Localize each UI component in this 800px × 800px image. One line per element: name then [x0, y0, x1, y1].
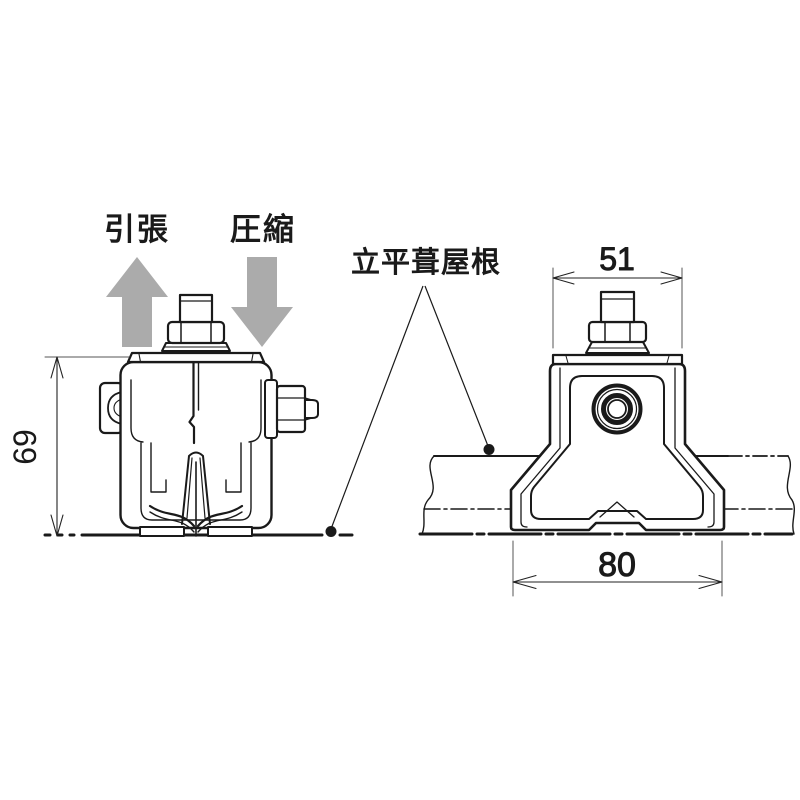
- top-plate-front: [551, 353, 684, 366]
- top-plate-side: [126, 351, 266, 364]
- clamp-feet: [139, 526, 253, 537]
- dimension-top-width-value: 51: [599, 241, 635, 277]
- tension-label: 引張: [104, 212, 170, 247]
- center-wedge: [181, 451, 211, 537]
- top-bolt-side: [161, 293, 231, 352]
- compression-arrow-icon: [231, 257, 293, 347]
- dimension-height: [44, 356, 130, 537]
- inner-fold-right: [248, 379, 262, 443]
- dimension-base-width: [512, 540, 723, 597]
- clamp-body-front: [509, 362, 726, 532]
- break-line-right: [786, 455, 795, 535]
- inner-fold-left: [130, 379, 144, 443]
- leader-dot-right: [483, 444, 495, 455]
- bolt-boss: [591, 383, 643, 435]
- front-view: 51 80: [418, 241, 795, 597]
- side-bolt: [264, 379, 319, 439]
- break-line-left: [421, 455, 435, 535]
- top-bolt-front: [585, 290, 650, 354]
- compression-label: 圧縮: [230, 212, 296, 247]
- side-tab: [98, 381, 125, 435]
- inner-contours: [520, 367, 715, 528]
- dimension-top-width: [552, 267, 683, 349]
- dimension-height-value: 69: [7, 429, 43, 465]
- force-arrows: 引張 圧縮: [104, 212, 296, 347]
- leader-dot-left: [325, 526, 337, 537]
- roof-callout: 立平葺屋根: [325, 245, 501, 537]
- seam-folds: [148, 504, 244, 533]
- roof-label: 立平葺屋根: [351, 245, 501, 279]
- tension-arrow-icon: [106, 257, 168, 347]
- seam-peak: [599, 501, 635, 518]
- inner-panel: [530, 375, 704, 520]
- dimension-base-width-value: 80: [598, 546, 636, 584]
- side-view: 69: [7, 293, 354, 537]
